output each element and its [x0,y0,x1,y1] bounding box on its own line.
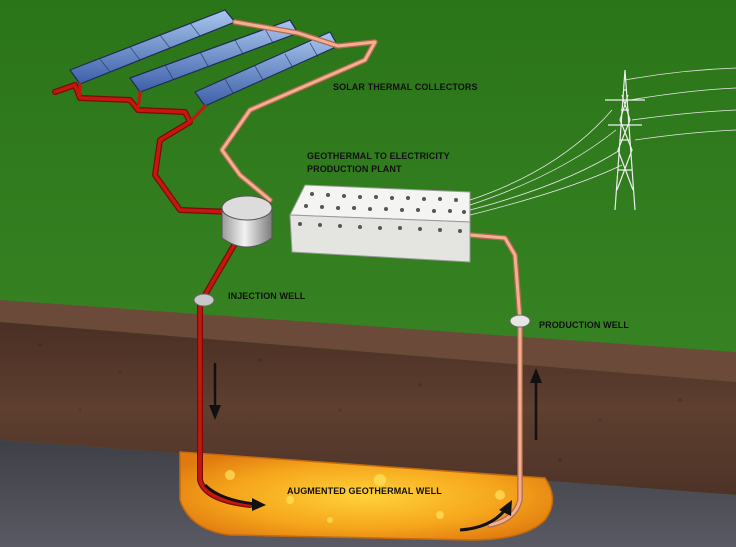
plant-label-line2: PRODUCTION PLANT [307,164,402,174]
power-lines [469,67,736,216]
augmented-geothermal-well [179,451,554,541]
production-wellhead [509,314,531,328]
warm-pipes [219,19,523,528]
power-pylon-icon [605,69,645,211]
soil-texture [38,343,682,462]
topsoil-edge [0,300,736,382]
solar-collectors-label: SOLAR THERMAL COLLECTORS [333,82,478,92]
injection-wellhead [193,293,215,307]
geothermal-well-label: AUGMENTED GEOTHERMAL WELL [287,486,442,496]
production-plant-building [289,184,471,263]
plant-label-line1: GEOTHERMAL TO ELECTRICITY [307,151,450,161]
heat-exchanger-icon [221,195,273,248]
production-well-label: PRODUCTION WELL [539,320,629,330]
flow-arrow-icon [203,363,542,532]
hot-pipes [52,82,253,508]
lava-texture [225,470,505,523]
injection-well-label: INJECTION WELL [228,291,306,301]
